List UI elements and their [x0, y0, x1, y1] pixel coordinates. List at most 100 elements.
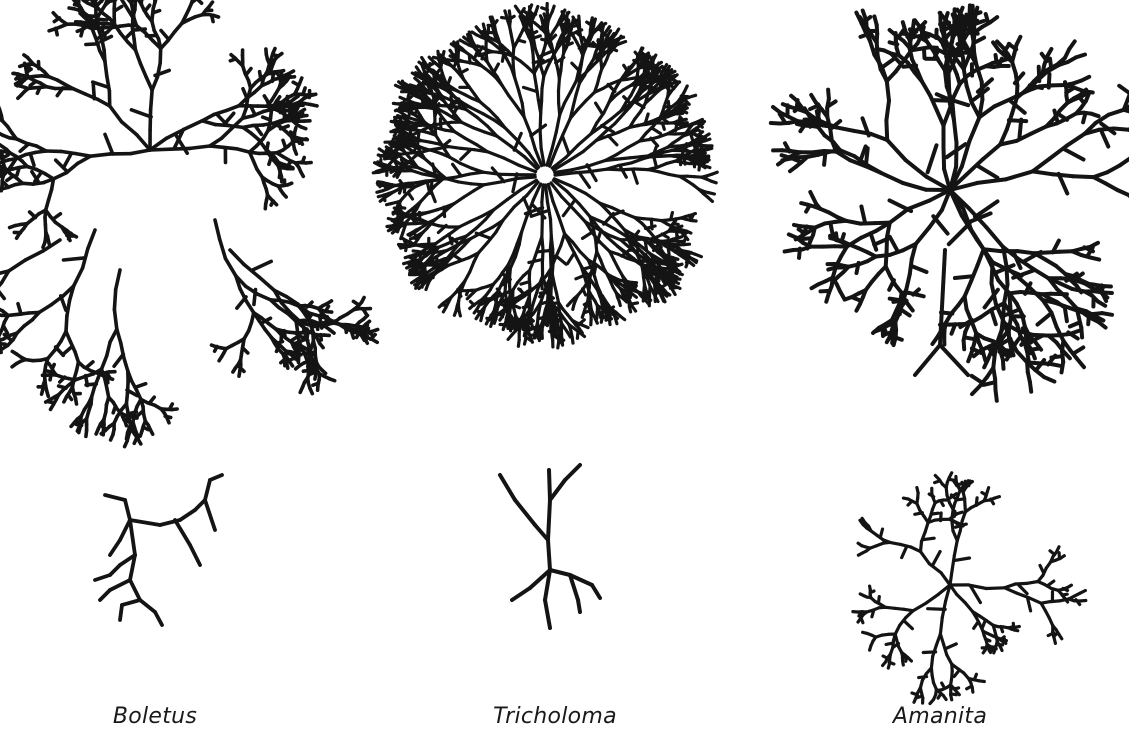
- amanita-large-root-segment: [810, 192, 813, 198]
- amanita-large-root-segment: [826, 294, 828, 302]
- amanita-large-root-segment: [1053, 174, 1073, 176]
- boletus-large-root-segment: [145, 5, 149, 11]
- amanita-large-root-segment: [1073, 176, 1093, 177]
- boletus-large-root-segment: [219, 357, 222, 361]
- boletus-large-root-segment: [9, 260, 26, 271]
- tricholoma-large-root-segment: [555, 331, 556, 335]
- boletus-large-root-segment: [73, 89, 85, 94]
- amanita-large-root-segment: [1119, 86, 1129, 93]
- amanita-large-root-segment: [965, 281, 972, 297]
- tricholoma-large-root-segment: [550, 237, 551, 250]
- boletus-large-root-segment: [288, 183, 292, 185]
- boletus-large-root-segment: [0, 347, 1, 352]
- tricholoma-large-root-segment: [667, 261, 672, 262]
- boletus-large-root-segment: [273, 49, 275, 54]
- boletus-large-root-segment: [258, 294, 271, 300]
- tricholoma-large-root-segment: [519, 90, 523, 103]
- boletus-large-root-segment: [120, 0, 124, 4]
- tricholoma-large-root-segment: [411, 237, 415, 239]
- boletus-large-root-segment: [130, 150, 150, 154]
- boletus-large-root-segment: [210, 146, 223, 147]
- tricholoma-large-root-segment: [524, 117, 530, 133]
- tricholoma-large-root-segment: [583, 140, 596, 151]
- tricholoma-large-root-segment: [658, 66, 662, 69]
- tricholoma-large-root-segment: [634, 169, 648, 170]
- tricholoma-large-root-segment: [660, 269, 662, 274]
- boletus-large-root-segment: [81, 27, 83, 36]
- amanita-large-root-segment: [1018, 251, 1035, 253]
- tricholoma-large-root-segment: [632, 159, 644, 163]
- boletus-large-root-segment: [67, 236, 73, 237]
- tricholoma-large-root-segment: [536, 7, 538, 12]
- boletus-large-root-segment: [105, 61, 107, 76]
- tricholoma-large-root-segment: [668, 102, 669, 110]
- boletus-large-root-segment: [302, 112, 303, 117]
- tricholoma-large-root-segment: [396, 85, 402, 88]
- boletus-large-root-segment: [353, 301, 358, 304]
- tricholoma-large-root-segment: [515, 6, 519, 11]
- tricholoma-large-root-segment: [568, 302, 571, 306]
- boletus-large-root-segment: [372, 339, 377, 342]
- tricholoma-large-root-segment: [416, 73, 420, 75]
- amanita-large-root-segment: [886, 252, 887, 267]
- tricholoma-large-root-segment: [608, 136, 617, 145]
- tricholoma-large-root-segment: [675, 264, 680, 265]
- tricholoma-large-root-segment: [632, 307, 635, 312]
- amanita-large-root-segment: [971, 265, 977, 281]
- boletus-large-root-segment: [273, 59, 275, 64]
- tricholoma-large-root-segment: [541, 101, 542, 113]
- boletus-large-root-segment: [269, 157, 272, 165]
- amanita-large-root-segment: [824, 153, 825, 165]
- tricholoma-large-root-segment: [697, 140, 699, 145]
- tricholoma-large-root-segment: [482, 54, 484, 59]
- amanita-large-root-segment: [1099, 129, 1114, 130]
- tricholoma-large-root-segment: [691, 215, 694, 220]
- boletus-large-root-segment: [291, 132, 295, 135]
- tricholoma-large-root-segment: [641, 54, 642, 59]
- amanita-large-root-segment: [992, 262, 993, 283]
- tricholoma-large-root-segment: [647, 60, 649, 65]
- tricholoma-large-root-segment: [647, 67, 648, 72]
- boletus-large-root-segment: [66, 316, 67, 332]
- tricholoma-large-root-segment: [520, 321, 525, 323]
- boletus-large-root-segment: [213, 15, 218, 17]
- boletus-large-root-segment: [362, 298, 365, 303]
- boletus-large-root-segment: [135, 0, 136, 1]
- tricholoma-large-root-segment: [690, 95, 696, 97]
- boletus-large-root-segment: [76, 398, 77, 404]
- amanita-large-root-segment: [886, 101, 889, 121]
- tricholoma-large-root-segment: [384, 195, 385, 201]
- tricholoma-large-root-segment: [551, 219, 552, 236]
- tricholoma-large-root-segment: [583, 289, 586, 295]
- boletus-large-root-segment: [107, 342, 110, 356]
- tricholoma-large-root-segment: [431, 191, 435, 202]
- boletus-large-root-segment: [1, 186, 2, 191]
- tricholoma-large-root-segment: [522, 103, 524, 116]
- boletus-large-root-segment: [327, 301, 331, 304]
- boletus-large-root-segment: [111, 435, 113, 440]
- boletus-large-root-segment: [372, 330, 378, 332]
- tricholoma-large-root-segment: [672, 289, 675, 295]
- tricholoma-large-root-segment: [471, 184, 484, 185]
- amanita-large-root-segment: [875, 223, 890, 224]
- tricholoma-large-root-segment: [602, 25, 603, 30]
- tricholoma-large-root-segment: [576, 324, 582, 325]
- amanita-large-root-segment: [1033, 335, 1049, 336]
- amanita-large-root-segment: [861, 207, 864, 222]
- amanita-large-root-segment: [933, 216, 947, 233]
- boletus-large-root-segment: [131, 0, 133, 3]
- tricholoma-large-root-segment: [572, 337, 573, 343]
- tricholoma-large-root-segment: [567, 13, 568, 19]
- tricholoma-large-root-segment: [476, 315, 479, 319]
- tricholoma-large-root-segment: [389, 161, 393, 165]
- tricholoma-large-root-segment: [385, 158, 390, 159]
- amanita-large-root-segment: [1033, 171, 1053, 174]
- amanita-large-root-segment: [783, 104, 791, 107]
- tricholoma-large-root-segment: [489, 32, 495, 33]
- tricholoma-large-root-segment: [686, 261, 688, 267]
- tricholoma-large-root-segment: [542, 8, 548, 10]
- boletus-large-root-segment: [260, 72, 261, 80]
- tricholoma-large-root-segment: [373, 172, 379, 173]
- boletus-large-root-segment: [64, 258, 85, 260]
- boletus-large-root-segment: [237, 149, 250, 152]
